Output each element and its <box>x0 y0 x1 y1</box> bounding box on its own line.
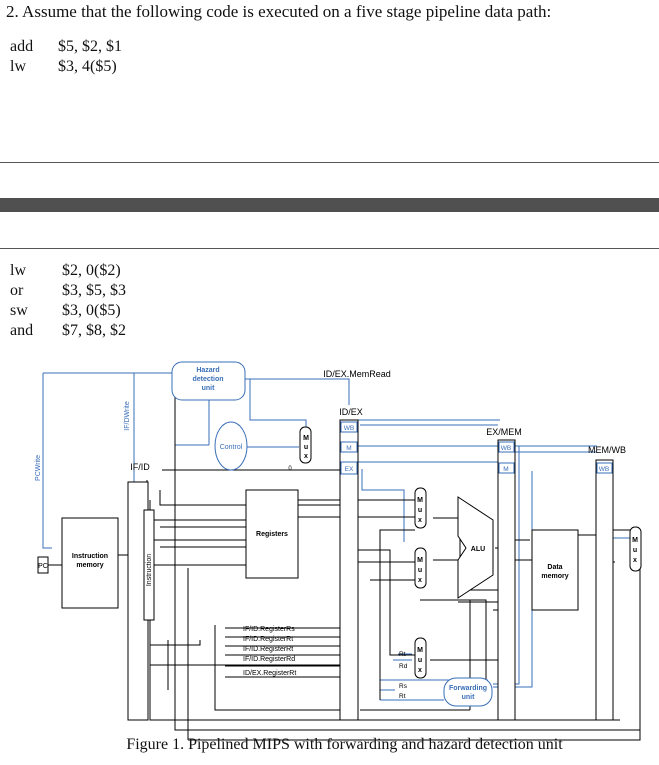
ex-mem-register <box>497 439 516 721</box>
forwarding-unit <box>443 677 493 707</box>
code-args: $3, 4($5) <box>58 58 117 75</box>
data-memory-label-2: memory <box>541 573 568 580</box>
idex-wb-label: WB <box>344 425 354 432</box>
control-lines <box>42 372 630 701</box>
reg-list-item: ID/EX.RegisterRt <box>243 670 296 677</box>
data-memory-label-1: Data <box>547 564 562 571</box>
question-text: 2. Assume that the following code is exe… <box>6 2 552 21</box>
alu <box>457 496 494 599</box>
if-id-label: IF/ID <box>130 462 150 472</box>
rs-label: Rs <box>399 683 408 690</box>
mux-letter: M <box>417 557 423 564</box>
mux-letter: x <box>418 517 422 524</box>
forward-b-mux <box>414 547 427 589</box>
mux-letter: x <box>418 667 422 674</box>
reg-list-item: IF/ID.RegisterRt <box>243 636 293 643</box>
code-op: sw <box>10 302 28 319</box>
divider <box>0 162 659 163</box>
data-memory <box>531 529 579 611</box>
code-block-1: add $5, $2, $1 lw $3, 4($5) <box>10 37 210 77</box>
reg-list-item: IF/ID.RegisterRs <box>243 626 295 633</box>
code-op: lw <box>10 262 26 279</box>
id-ex-register <box>339 419 359 721</box>
pc-register <box>37 556 49 574</box>
instruction-memory <box>61 517 119 609</box>
code-op: add <box>10 38 34 55</box>
mem-wb-register <box>595 459 614 721</box>
instruction-memory-label-2: memory <box>76 562 103 569</box>
mux-letter: u <box>418 507 422 514</box>
idex-ex-box <box>340 461 358 475</box>
ex-mem-label: EX/MEM <box>486 427 522 437</box>
pc-label: PC <box>38 563 48 570</box>
exmem-wb-label: WB <box>501 445 511 452</box>
hazard-label-1: Hazard <box>196 367 219 374</box>
exmem-m-box <box>498 462 515 474</box>
instruction-box <box>143 509 155 621</box>
figure-caption: Figure 1. Pipelined MIPS with forwarding… <box>126 736 563 753</box>
regdst-mux <box>414 637 427 679</box>
memwb-wb-box <box>596 462 613 474</box>
rd-label: Rd <box>399 663 408 670</box>
mux-letter: u <box>418 657 422 664</box>
hazard-detection-unit <box>171 361 246 401</box>
idex-ex-label: EX <box>345 466 354 473</box>
mux-letter: x <box>418 577 422 584</box>
pipeline-diagram: PC Instruction memory IF/ID Instruction … <box>35 361 642 741</box>
idex-m-label: M <box>346 445 351 452</box>
ifdwrite-label: IF/DWrite <box>124 401 131 431</box>
forwarding-label-2: unit <box>462 694 475 701</box>
forwarding-label-1: Forwarding <box>449 685 487 692</box>
registers-block <box>245 489 299 579</box>
code-op: and <box>10 322 34 339</box>
code-op: lw <box>10 58 26 75</box>
code-args: $7, $8, $2 <box>62 322 126 339</box>
instruction-memory-label-1: Instruction <box>72 553 108 560</box>
rt-label-2: Rt <box>399 693 406 700</box>
reg-list-item: IF/ID.RegisterRt <box>243 646 293 653</box>
rt-label: Rt <box>399 651 406 658</box>
exmem-m-label: M <box>503 466 508 473</box>
exmem-wb-box <box>498 441 515 453</box>
mux-letter: M <box>303 435 309 442</box>
idex-wb-box <box>340 421 358 433</box>
hazard-label-2: detection <box>192 376 223 383</box>
code-op: or <box>10 282 24 299</box>
control-mux <box>299 426 312 464</box>
code-args: $3, 0($5) <box>62 302 121 319</box>
divider <box>0 248 659 249</box>
mux-letter: u <box>418 567 422 574</box>
id-ex-label: ID/EX <box>339 407 363 417</box>
reg-list-item: IF/ID.RegisterRd <box>243 656 295 663</box>
memwb-wb-label: WB <box>599 466 609 473</box>
code-block-2: lw $2, 0($2) or $3, $5, $3 sw $3, 0($5) … <box>10 261 210 341</box>
code-args: $3, $5, $3 <box>62 282 126 299</box>
registers-label: Registers <box>256 531 288 538</box>
mux-letter: M <box>417 647 423 654</box>
code-args: $5, $2, $1 <box>58 38 122 55</box>
instruction-label: Instruction <box>146 554 153 586</box>
mux-letter: x <box>304 453 308 460</box>
mux-letter: u <box>304 444 308 451</box>
idex-memread-label: ID/EX.MemRead <box>323 369 391 379</box>
mux-letter: M <box>417 497 423 504</box>
idex-m-box <box>340 441 358 453</box>
mux-letter: u <box>633 547 637 554</box>
mux-letter: x <box>633 557 637 564</box>
pcwrite-label: PCWrite <box>35 455 42 481</box>
hazard-label-3: unit <box>202 385 215 392</box>
writeback-mux <box>629 526 642 572</box>
code-args: $2, 0($2) <box>62 262 121 279</box>
divider-bar <box>0 198 659 212</box>
mux-letter: M <box>632 537 638 544</box>
forward-a-mux <box>414 487 427 529</box>
control-unit <box>214 421 248 471</box>
alu-label: ALU <box>471 546 485 553</box>
zero-label: 0 <box>288 466 292 472</box>
mem-wb-label: MEM/WB <box>588 445 626 455</box>
control-label: Control <box>220 444 243 451</box>
